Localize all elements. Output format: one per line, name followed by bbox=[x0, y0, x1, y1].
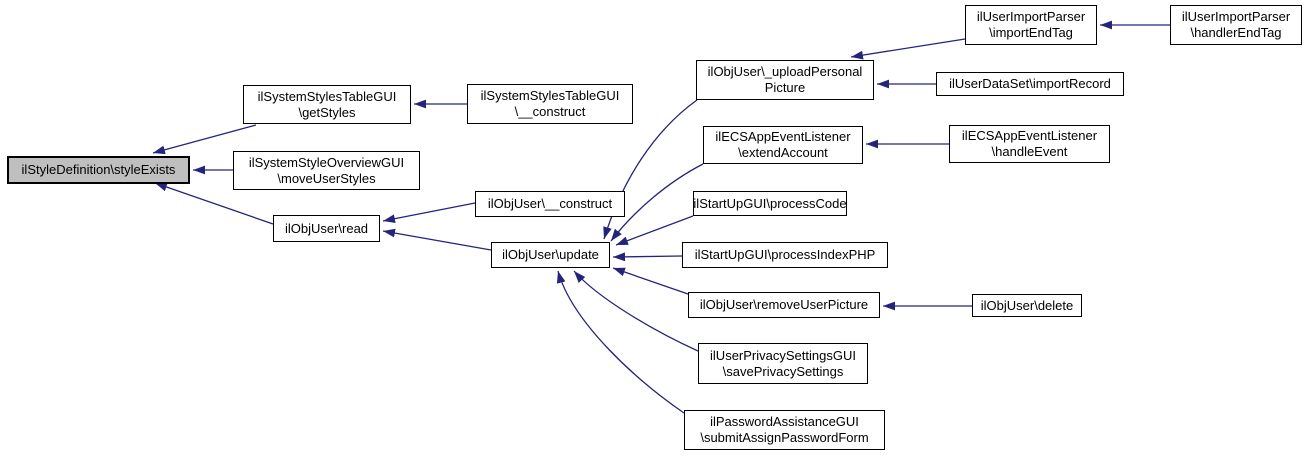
node-label: ilSystemStylesTableGUI \__construct bbox=[480, 88, 620, 119]
node-label: ilECSAppEventListener \handleEvent bbox=[961, 128, 1098, 159]
edge-extendAccount-to-update bbox=[610, 163, 704, 242]
node-read[interactable]: ilObjUser\read bbox=[273, 215, 380, 242]
edge-processCode-to-update bbox=[615, 215, 694, 246]
node-moveUserStyles[interactable]: ilSystemStyleOverviewGUI \moveUserStyles bbox=[233, 151, 420, 190]
edge-savePrivacySettings-to-update bbox=[573, 270, 699, 352]
edge-update-to-read bbox=[382, 228, 492, 251]
node-label: ilObjUser\delete bbox=[980, 297, 1074, 313]
node-label: ilObjUser\read bbox=[284, 220, 369, 236]
node-removeUserPicture[interactable]: ilObjUser\removeUserPicture bbox=[688, 292, 880, 318]
edge-uploadPersonalPicture-to-update bbox=[603, 99, 698, 240]
node-label: ilStartUpGUI\processIndexPHP bbox=[694, 247, 876, 262]
node-processCode[interactable]: ilStartUpGUI\processCode bbox=[693, 191, 847, 216]
edge-processIndexPHP-to-update bbox=[612, 252, 683, 262]
node-update[interactable]: ilObjUser\update bbox=[491, 242, 610, 268]
node-styleExists: ilStyleDefinition\styleExists bbox=[7, 156, 190, 184]
node-label: ilUserImportParser \handlerEndTag bbox=[1181, 9, 1291, 40]
node-getStyles[interactable]: ilSystemStylesTableGUI \getStyles bbox=[243, 85, 411, 124]
node-label: ilObjUser\__construct bbox=[487, 196, 613, 211]
node-savePrivacySettings[interactable]: ilUserPrivacySettingsGUI \savePrivacySet… bbox=[698, 343, 868, 384]
node-label: ilECSAppEventListener \extendAccount bbox=[715, 129, 851, 160]
node-label: ilSystemStyleOverviewGUI \moveUserStyles bbox=[248, 154, 405, 186]
node-processIndexPHP[interactable]: ilStartUpGUI\processIndexPHP bbox=[682, 242, 888, 268]
node-uploadPersonalPicture[interactable]: ilObjUser\_uploadPersonal Picture bbox=[696, 60, 874, 100]
edge-importEndTag-to-uploadPersonalPicture bbox=[850, 38, 966, 60]
node-label: ilUserDataSet\importRecord bbox=[949, 76, 1111, 91]
edge-getStyles-to-styleExists bbox=[152, 124, 257, 155]
node-label: ilUserImportParser \importEndTag bbox=[976, 9, 1086, 40]
node-importEndTag[interactable]: ilUserImportParser \importEndTag bbox=[965, 5, 1097, 45]
node-delete[interactable]: ilObjUser\delete bbox=[972, 294, 1082, 317]
edge-submitAssignPasswordForm-to-update bbox=[556, 270, 685, 414]
node-handlerEndTag[interactable]: ilUserImportParser \handlerEndTag bbox=[1170, 5, 1302, 45]
edge-read-to-styleExists bbox=[154, 182, 274, 225]
node-stylesTableConstruct[interactable]: ilSystemStylesTableGUI \__construct bbox=[467, 84, 633, 124]
node-label: ilSystemStylesTableGUI \getStyles bbox=[257, 88, 397, 120]
node-label: ilUserPrivacySettingsGUI \savePrivacySet… bbox=[710, 347, 856, 379]
node-label: ilObjUser\update bbox=[502, 247, 599, 262]
node-extendAccount[interactable]: ilECSAppEventListener \extendAccount bbox=[703, 126, 863, 164]
edge-objUserConstruct-to-read bbox=[382, 202, 476, 224]
node-objUserConstruct[interactable]: ilObjUser\__construct bbox=[475, 191, 625, 217]
node-label: ilObjUser\removeUserPicture bbox=[699, 297, 869, 312]
node-importRecord[interactable]: ilUserDataSet\importRecord bbox=[936, 72, 1124, 96]
node-handleEvent[interactable]: ilECSAppEventListener \handleEvent bbox=[949, 125, 1110, 163]
node-submitAssignPasswordForm[interactable]: ilPasswordAssistanceGUI \submitAssignPas… bbox=[684, 410, 885, 450]
edge-removeUserPicture-to-update bbox=[612, 267, 689, 295]
node-label: ilStyleDefinition\styleExists bbox=[21, 162, 176, 177]
node-label: ilStartUpGUI\processCode bbox=[693, 195, 847, 211]
node-label: ilObjUser\_uploadPersonal Picture bbox=[707, 64, 863, 95]
node-label: ilPasswordAssistanceGUI \submitAssignPas… bbox=[700, 414, 869, 445]
